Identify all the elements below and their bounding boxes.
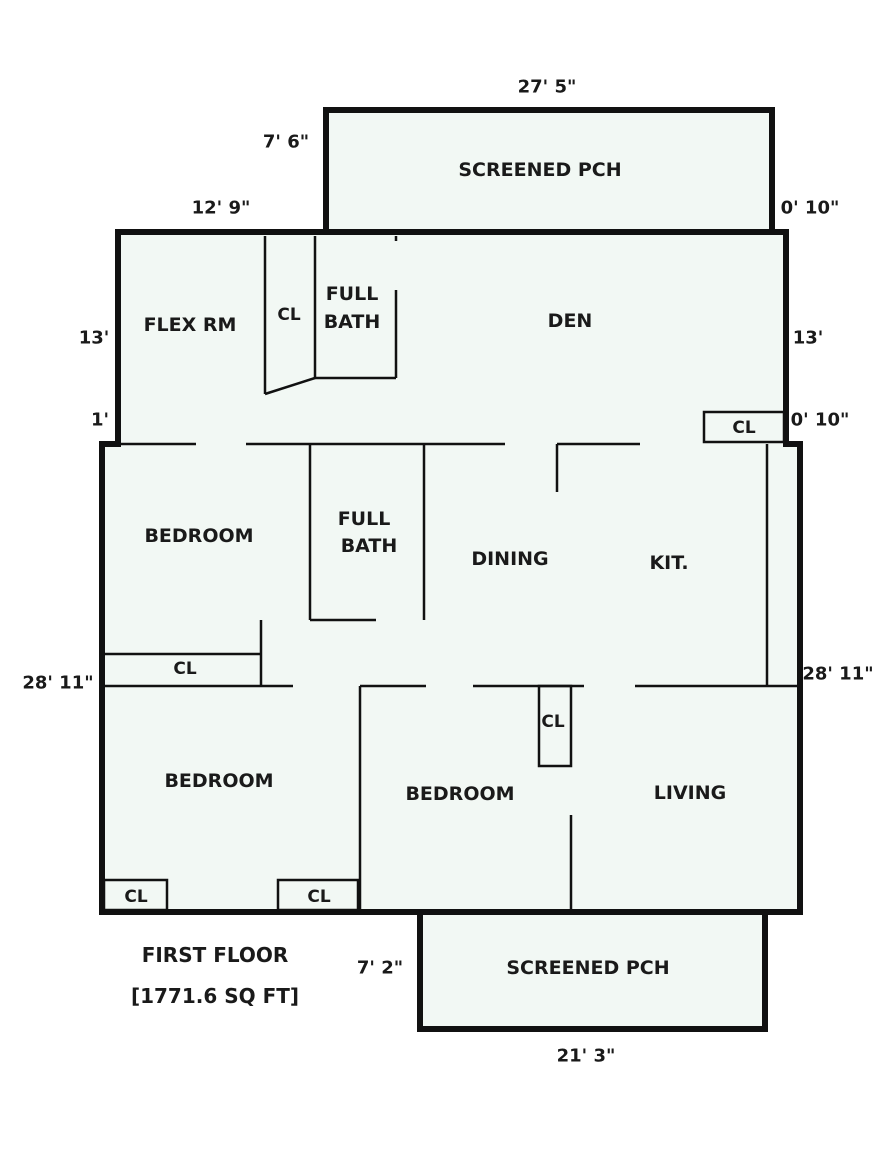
house-floor-area xyxy=(102,232,800,912)
living-label: LIVING xyxy=(654,782,726,804)
left-bedroom-label: BEDROOM xyxy=(144,525,253,547)
dim-porch-offset-right: 0' 10" xyxy=(781,198,840,219)
dim-right-depth: 28' 11" xyxy=(802,664,872,685)
interior-walls xyxy=(102,236,798,912)
lower-center-bedroom-label: BEDROOM xyxy=(405,783,514,805)
dim-left-upper-depth: 13' xyxy=(79,328,110,349)
top-porch-wall xyxy=(323,107,775,232)
middle-full-bath-label-line1: FULL xyxy=(338,508,391,530)
floor-fills xyxy=(102,110,800,1029)
dim-right-upper-depth: 13' xyxy=(793,328,824,349)
lower-left-bedroom-label: BEDROOM xyxy=(164,770,273,792)
dim-bottom-porch-width: 21' 3" xyxy=(557,1046,616,1067)
middle-full-bath-label-line2: BATH xyxy=(341,535,398,557)
top-screened-porch-label: SCREENED PCH xyxy=(458,159,621,181)
bottom-mid-closet-box xyxy=(276,878,360,912)
flex-closet-label: CL xyxy=(277,305,300,325)
bottom-left-closet-label: CL xyxy=(124,887,147,907)
den-closet-label: CL xyxy=(732,418,755,438)
bottom-mid-closet-label: CL xyxy=(307,887,330,907)
caption-title: FIRST FLOOR xyxy=(142,943,289,967)
bottom-left-closet-box xyxy=(102,878,169,912)
plan-caption: FIRST FLOOR [1771.6 SQ FT] xyxy=(131,943,299,1008)
dim-top-porch-width: 27' 5" xyxy=(518,77,577,98)
top-full-bath-label-line2: BATH xyxy=(324,311,381,333)
exterior-walls xyxy=(99,107,803,1032)
bottom-screened-porch-label: SCREENED PCH xyxy=(506,957,669,979)
flex-room-label: FLEX RM xyxy=(144,314,237,336)
room-labels: SCREENED PCH FLEX RM CL FULL BATH DEN CL… xyxy=(124,159,755,979)
dim-left-step: 1' xyxy=(91,410,109,431)
dim-bottom-porch-depth: 7' 2" xyxy=(357,958,403,979)
dim-left-depth: 28' 11" xyxy=(22,673,93,694)
top-screened-porch-area xyxy=(326,110,772,232)
top-full-bath-label-line1: FULL xyxy=(326,283,379,305)
center-closet-box xyxy=(537,684,573,768)
caption-area: [1771.6 SQ FT] xyxy=(131,984,299,1008)
center-closet-label: CL xyxy=(541,712,564,732)
house-outer-wall xyxy=(99,229,803,915)
den-closet-box xyxy=(702,410,786,444)
bottom-porch-wall xyxy=(417,912,768,1032)
den-label: DEN xyxy=(548,310,593,332)
bottom-screened-porch-area xyxy=(420,912,765,1029)
dim-flex-width: 12' 9" xyxy=(192,198,251,219)
flex-closet-angled-wall xyxy=(264,376,316,396)
dimension-labels: 27' 5" 7' 6" 12' 9" 0' 10" 13' 13' 1' 0'… xyxy=(22,77,872,1067)
dim-top-porch-depth: 7' 6" xyxy=(263,132,309,153)
dining-label: DINING xyxy=(471,548,548,570)
kitchen-label: KIT. xyxy=(649,552,688,574)
dim-right-step: 0' 10" xyxy=(791,410,850,431)
left-closet-label: CL xyxy=(173,659,196,679)
